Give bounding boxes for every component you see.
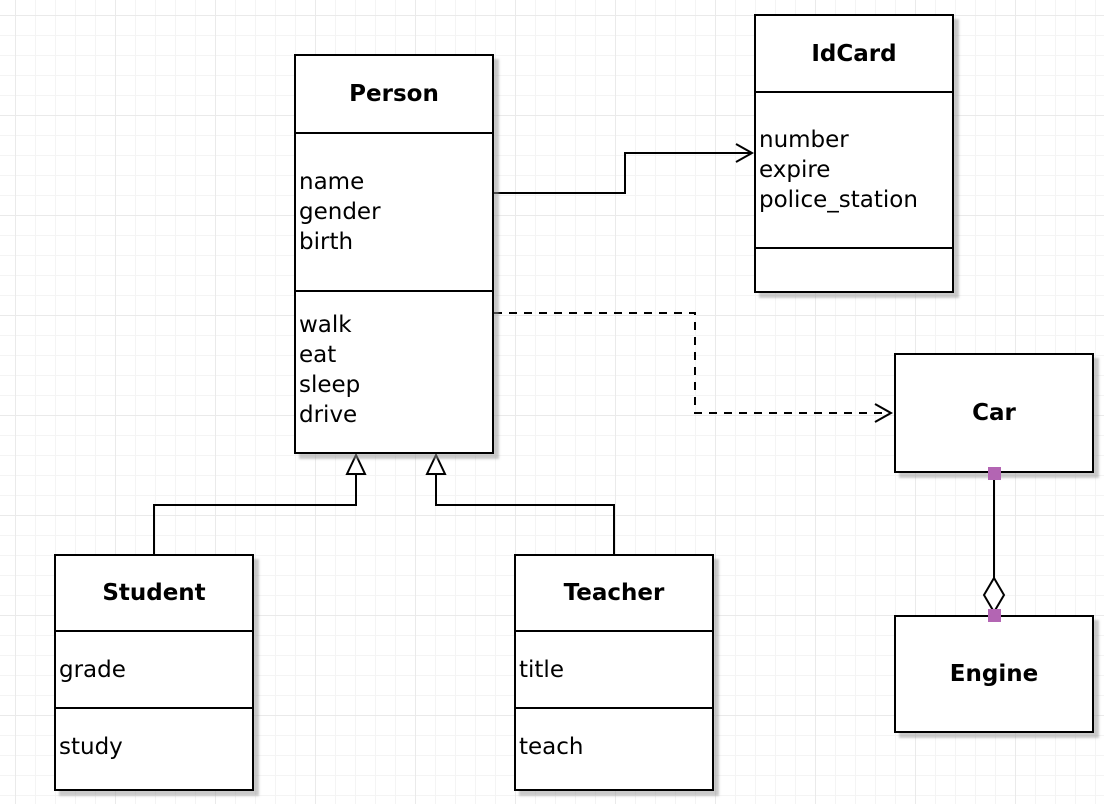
methods-section: teach — [516, 709, 712, 785]
attribute-row: police_station — [759, 187, 918, 213]
generalization-line[interactable] — [153, 474, 357, 554]
attribute-row: number — [759, 127, 849, 153]
attributes-section: grade — [56, 632, 252, 709]
method-row: eat — [299, 342, 337, 368]
attribute-row: grade — [59, 656, 126, 683]
attribute-row: birth — [299, 229, 354, 255]
class-title: Car — [972, 400, 1016, 426]
association-line[interactable] — [494, 152, 750, 194]
hollow-triangle-arrowhead — [425, 452, 447, 475]
hollow-diamond-arrowhead — [982, 576, 1006, 614]
class-title: IdCard — [756, 16, 952, 93]
method-row: study — [59, 734, 123, 760]
class-box-student[interactable]: Student grade study — [54, 554, 254, 791]
connection-point-car-bottom[interactable] — [988, 467, 1001, 480]
dependency-line[interactable] — [494, 312, 886, 414]
attribute-row: title — [519, 656, 564, 683]
generalization-line[interactable] — [435, 474, 615, 554]
class-title: Student — [56, 556, 252, 632]
aggregation-car-engine[interactable] — [982, 473, 1006, 614]
class-box-engine[interactable]: Engine — [894, 615, 1094, 733]
class-title: Person — [296, 56, 492, 134]
attributes-section: name gender birth — [296, 134, 492, 292]
methods-section: walk eat sleep drive — [296, 292, 492, 448]
generalization-teacher-person[interactable] — [425, 452, 615, 554]
method-row: drive — [299, 402, 358, 428]
attribute-row: name — [299, 169, 365, 195]
attribute-row: expire — [759, 157, 831, 183]
generalization-student-person[interactable] — [153, 452, 367, 554]
hollow-triangle-arrowhead — [345, 452, 367, 475]
association-person-idcard[interactable] — [494, 143, 755, 194]
methods-section: study — [56, 709, 252, 785]
method-row: sleep — [299, 372, 361, 398]
method-row: teach — [519, 734, 584, 760]
method-row: walk — [299, 312, 352, 338]
connection-point-engine-top[interactable] — [988, 609, 1001, 622]
methods-section-empty — [756, 249, 952, 287]
open-arrowhead — [735, 143, 755, 163]
open-arrowhead — [874, 403, 894, 423]
class-box-idcard[interactable]: IdCard number expire police_station — [754, 14, 954, 293]
class-box-teacher[interactable]: Teacher title teach — [514, 554, 714, 791]
attributes-section: title — [516, 632, 712, 709]
class-box-car[interactable]: Car — [894, 353, 1094, 473]
dependency-person-car[interactable] — [494, 312, 894, 423]
class-title: Teacher — [516, 556, 712, 632]
class-box-person[interactable]: Person name gender birth walk eat sleep … — [294, 54, 494, 454]
attributes-section: number expire police_station — [756, 93, 952, 249]
attribute-row: gender — [299, 199, 381, 225]
class-title: Engine — [949, 661, 1039, 687]
